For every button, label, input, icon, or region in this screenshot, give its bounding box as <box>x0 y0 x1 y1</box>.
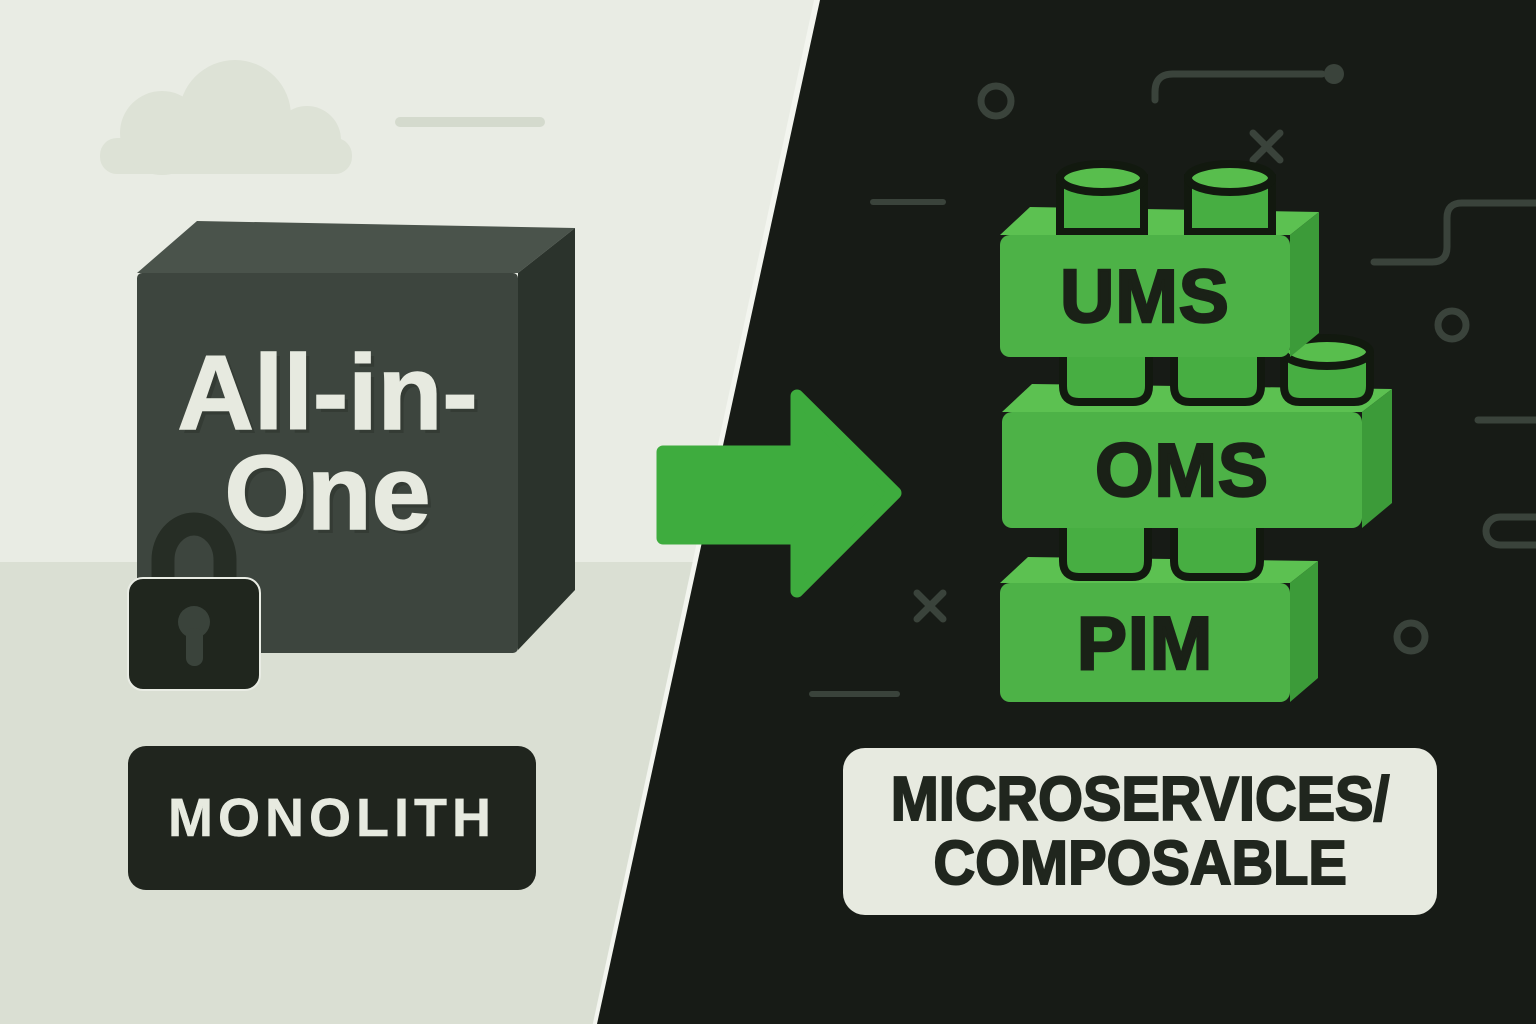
brick-ums <box>1000 160 1319 357</box>
cube-right-face <box>518 228 575 650</box>
x-icon <box>1249 129 1284 164</box>
cube-label-line2: One <box>224 434 432 552</box>
microservices-badge-line2: COMPOSABLE <box>932 828 1347 898</box>
microservices-badge-line1: MICROSERVICES/ <box>890 764 1391 834</box>
brick-label-oms: OMS <box>1094 427 1269 514</box>
circuit-line-icon <box>1151 70 1326 104</box>
arrow-right-icon <box>656 389 902 598</box>
lock-icon <box>127 512 261 691</box>
x-icon <box>913 589 947 623</box>
monolith-badge: MONOLITH <box>128 746 536 890</box>
circuit-decorations <box>809 64 1536 697</box>
cube-top-face <box>137 221 575 273</box>
cloud-icon <box>100 60 352 175</box>
brick-studs <box>1059 334 1374 406</box>
circle-icon <box>977 82 1015 120</box>
brick-studs <box>1056 160 1276 236</box>
circle-icon <box>1393 619 1429 655</box>
monolith-badge-label: MONOLITH <box>168 788 496 849</box>
circle-icon <box>1434 307 1470 343</box>
brick-label-pim: PIM <box>1076 599 1214 686</box>
cube-label: All-in- One <box>137 273 518 613</box>
microservices-badge: MICROSERVICES/ COMPOSABLE <box>843 748 1437 915</box>
brick-label-ums: UMS <box>1059 253 1230 340</box>
cube-label-line1: All-in- <box>177 334 479 452</box>
circuit-line-icon <box>1370 199 1536 266</box>
circuit-hairpin-icon <box>1482 513 1536 549</box>
circuit-node-icon <box>1324 64 1344 84</box>
